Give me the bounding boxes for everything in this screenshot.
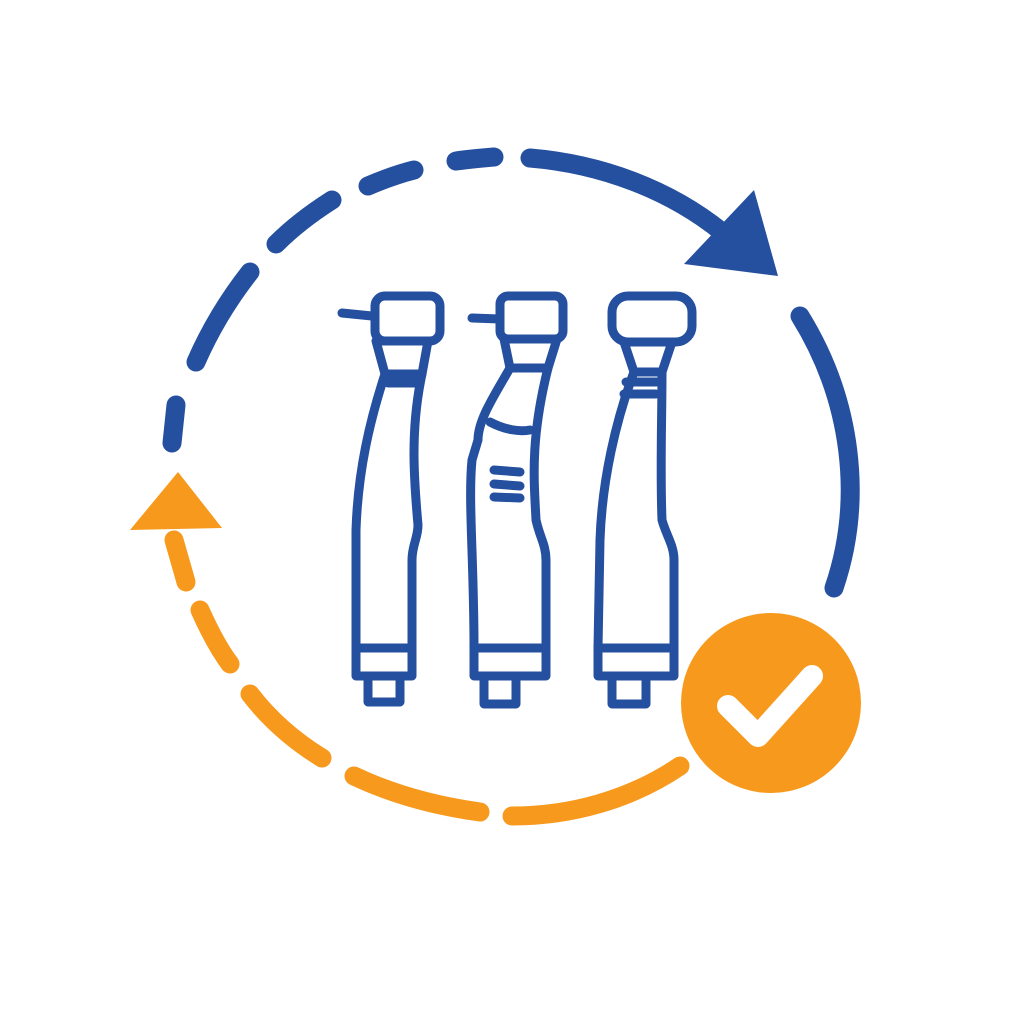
blue-arrowhead-icon [684, 190, 778, 276]
orange-arc [502, 756, 690, 826]
orange-dash [164, 530, 196, 592]
blue-cycle-arrow [162, 147, 860, 598]
badge-circle [681, 613, 861, 793]
orange-dash [344, 766, 490, 822]
orange-return-arrow [130, 472, 690, 826]
orange-dash [240, 684, 332, 768]
orange-dash [190, 600, 240, 674]
blue-dash [358, 160, 424, 196]
blue-dash [446, 147, 504, 171]
blue-dash [162, 395, 186, 453]
orange-arrowhead-icon [130, 472, 222, 530]
blue-dash [186, 262, 260, 372]
check-badge-icon [681, 613, 861, 793]
blue-dash [266, 190, 342, 254]
check-mark-icon [717, 665, 823, 747]
handpiece-3-icon [593, 291, 697, 709]
blue-right-arc [790, 306, 860, 598]
handpiece-2-icon [466, 291, 568, 709]
blue-arc [520, 148, 732, 242]
handpiece-1-icon [337, 291, 445, 707]
